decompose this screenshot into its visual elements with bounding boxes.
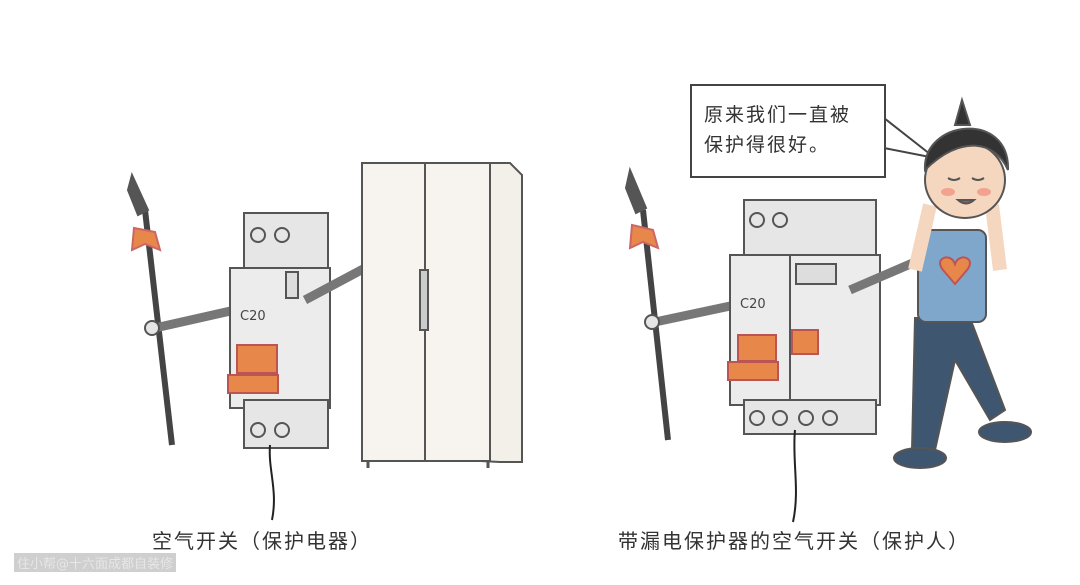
caption-left: 空气开关（保护电器）: [152, 529, 372, 553]
breaker-left: [227, 212, 331, 449]
breaker-right-label: C20: [740, 297, 766, 312]
breaker-left-label: C20: [240, 309, 266, 324]
spear-right: [624, 166, 671, 441]
caption-right: 带漏电保护器的空气开关（保护人）: [618, 529, 970, 553]
spear-left: [126, 172, 175, 446]
breaker-right-rcbo: [727, 199, 881, 435]
watermark: 住小帮@十六面成都自装修: [14, 553, 177, 572]
speech-bubble: 原来我们一直被 保护得很好。: [690, 84, 886, 178]
refrigerator: [361, 162, 523, 468]
speech-line-2: 保护得很好。: [704, 134, 831, 156]
speech-line-1: 原来我们一直被: [704, 104, 852, 126]
person: [893, 96, 1032, 469]
